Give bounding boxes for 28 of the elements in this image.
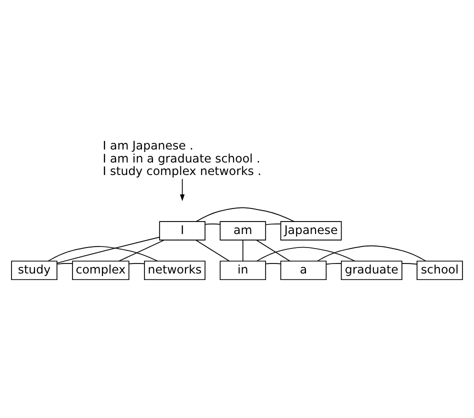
connector bbox=[56, 262, 73, 264]
node-box: networks bbox=[144, 260, 206, 280]
connector bbox=[56, 236, 160, 264]
connector bbox=[196, 239, 230, 261]
connector bbox=[265, 222, 282, 225]
node-box: a bbox=[280, 260, 327, 280]
connector bbox=[402, 262, 418, 264]
node-text: I am Japanese . I am in a graduate school . I study complex networks . bbox=[102, 138, 262, 178]
node-box: in bbox=[220, 260, 266, 280]
connector bbox=[256, 239, 290, 261]
node-box: study bbox=[11, 260, 58, 280]
node-box: graduate bbox=[340, 260, 402, 280]
node-box: complex bbox=[72, 260, 130, 280]
arrow bbox=[180, 178, 185, 201]
node-box: I bbox=[159, 220, 206, 240]
connector bbox=[265, 262, 281, 264]
node-box: am bbox=[220, 220, 266, 240]
connector bbox=[128, 262, 145, 264]
connector bbox=[242, 240, 244, 261]
node-box: Japanese bbox=[280, 220, 342, 240]
connector bbox=[256, 246, 356, 261]
connector bbox=[326, 262, 342, 264]
node-box: school bbox=[416, 260, 463, 280]
connector bbox=[317, 244, 426, 261]
connector bbox=[204, 222, 220, 224]
connector bbox=[196, 206, 295, 222]
connector bbox=[48, 246, 158, 261]
connector bbox=[118, 239, 164, 262]
